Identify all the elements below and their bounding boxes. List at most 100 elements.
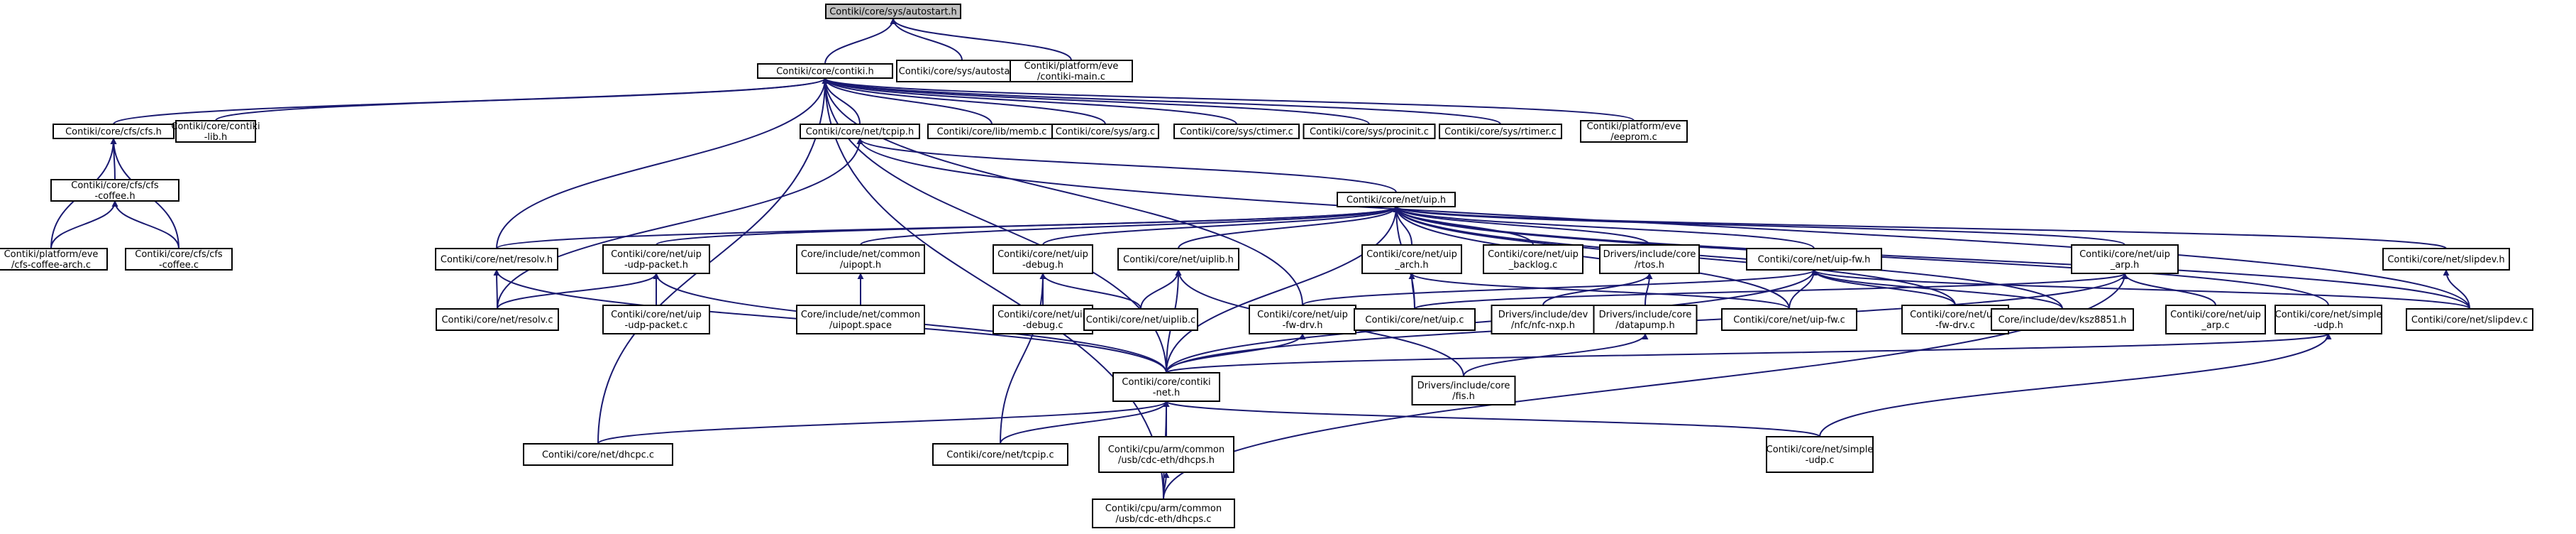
node-box bbox=[1483, 244, 1583, 274]
node-label: Contiki/core/sys/autostart.c bbox=[899, 67, 1025, 77]
node-box bbox=[757, 63, 893, 79]
node-label: -debug.h bbox=[1022, 260, 1063, 271]
node-uip-arp-h[interactable]: Contiki/core/net/uip_arp.h bbox=[2071, 244, 2179, 274]
node-contiki-net-h[interactable]: Contiki/core/contiki-net.h bbox=[1112, 372, 1220, 402]
edge-autostart-c-to-autostart-h bbox=[890, 18, 963, 61]
node-label: Contiki/core/net/dhcpc.c bbox=[542, 450, 654, 461]
node-box bbox=[1083, 308, 1198, 331]
node-box bbox=[1746, 248, 1882, 271]
node-ctimer-c[interactable]: Contiki/core/sys/ctimer.c bbox=[1173, 124, 1300, 139]
node-memb-c[interactable]: Contiki/core/lib/memb.c bbox=[927, 124, 1056, 139]
node-contiki-h[interactable]: Contiki/core/contiki.h bbox=[757, 63, 893, 79]
node-label: Drivers/include/dev bbox=[1498, 310, 1588, 320]
node-uip-fw-drv-h[interactable]: Contiki/core/net/uip-fw-drv.h bbox=[1249, 305, 1356, 334]
node-label: Drivers/include/core bbox=[1417, 381, 1510, 391]
node-uip-udp-packet-h[interactable]: Contiki/core/net/uip-udp-packet.h bbox=[602, 244, 710, 274]
node-label: Core/include/net/common bbox=[801, 249, 920, 260]
node-label: Contiki/core/net/uip bbox=[611, 249, 702, 260]
edge-nfc-nxp-h-to-rtos-h bbox=[1542, 273, 1653, 306]
node-label: /usb/cdc-eth/dhcps.c bbox=[1116, 514, 1212, 525]
node-resolv-h[interactable]: Contiki/core/net/resolv.h bbox=[435, 248, 558, 271]
node-contiki-main[interactable]: Contiki/platform/eve/contiki-main.c bbox=[1010, 60, 1133, 82]
edge-dhcps-c-to-dhcps-h bbox=[1163, 472, 1170, 500]
node-box bbox=[1599, 244, 1700, 274]
node-dhcpc-c[interactable]: Contiki/core/net/dhcpc.c bbox=[523, 443, 673, 466]
node-label: -net.h bbox=[1153, 388, 1180, 398]
node-contiki-lib[interactable]: Contiki/core/contiki-lib.h bbox=[171, 120, 260, 143]
edge-uip-c-to-uip-arp-h bbox=[1414, 273, 2128, 310]
node-simple-udp-h[interactable]: Contiki/core/net/simple-udp.h bbox=[2274, 305, 2382, 334]
node-box bbox=[1361, 244, 1462, 274]
node-autostart-c[interactable]: Contiki/core/sys/autostart.c bbox=[896, 60, 1028, 82]
node-uip-arp-c[interactable]: Contiki/core/net/uip_arp.c bbox=[2165, 305, 2266, 334]
node-slipdev-c[interactable]: Contiki/core/net/slipdev.c bbox=[2406, 308, 2533, 331]
node-box bbox=[2274, 305, 2382, 334]
node-uip-debug-h[interactable]: Contiki/core/net/uip-debug.h bbox=[993, 244, 1093, 274]
node-box bbox=[1580, 120, 1688, 143]
node-eeprom-c[interactable]: Contiki/platform/eve/eeprom.c bbox=[1580, 120, 1688, 143]
node-uiplib-h[interactable]: Contiki/core/net/uiplib.h bbox=[1117, 248, 1239, 271]
node-label: Contiki/core/sys/arg.c bbox=[1056, 127, 1155, 138]
node-rtos-h[interactable]: Drivers/include/core/rtos.h bbox=[1599, 244, 1700, 274]
node-label: /contiki-main.c bbox=[1037, 72, 1105, 82]
node-uip-c[interactable]: Contiki/core/net/uip.c bbox=[1354, 308, 1476, 331]
node-box bbox=[1593, 305, 1698, 334]
edge-contiki-net-h-to-simple-udp-h bbox=[1166, 333, 2332, 374]
node-box bbox=[2406, 308, 2533, 331]
node-ksz8851-h[interactable]: Core/include/dev/ksz8851.h bbox=[1991, 308, 2134, 331]
edge-uip-fw-drv-h-to-contiki-h bbox=[822, 77, 1303, 306]
node-cfs-coffee-h[interactable]: Contiki/core/cfs/cfs-coffee.h bbox=[50, 179, 179, 202]
node-tcpip-h[interactable]: Contiki/core/net/tcpip.h bbox=[800, 124, 920, 139]
node-uip-fw-c[interactable]: Contiki/core/net/uip-fw.c bbox=[1721, 308, 1857, 331]
node-autostart-h[interactable]: Contiki/core/sys/autostart.h bbox=[825, 4, 961, 19]
node-uip-fw-h[interactable]: Contiki/core/net/uip-fw.h bbox=[1746, 248, 1882, 271]
node-slipdev-h[interactable]: Contiki/core/net/slipdev.h bbox=[2382, 248, 2510, 271]
node-box bbox=[175, 120, 256, 143]
node-label: -udp.c bbox=[1806, 455, 1835, 466]
node-uip-arch-h[interactable]: Contiki/core/net/uip_arch.h bbox=[1361, 244, 1462, 274]
edge-contiki-net-h-to-uip-h bbox=[1166, 206, 1400, 374]
node-uip-udp-packet-c[interactable]: Contiki/core/net/uip-udp-packet.c bbox=[602, 305, 710, 334]
node-cfs-h[interactable]: Contiki/core/cfs/cfs.h bbox=[52, 124, 175, 139]
node-label: Contiki/core/lib/memb.c bbox=[937, 127, 1047, 138]
node-simple-udp-c[interactable]: Contiki/core/net/simple-udp.c bbox=[1766, 436, 1874, 473]
node-uip-debug-c[interactable]: Contiki/core/net/uip-debug.c bbox=[993, 305, 1093, 334]
edge-dhcpc-c-to-contiki-net-h bbox=[597, 400, 1170, 445]
node-nfc-nxp-h[interactable]: Drivers/include/dev/nfc/nfc-nxp.h bbox=[1491, 305, 1596, 334]
node-label: Contiki/core/net/uip.h bbox=[1347, 195, 1446, 206]
node-label: Core/include/net/common bbox=[801, 310, 920, 320]
node-label: _arp.c bbox=[2201, 320, 2229, 331]
node-box bbox=[50, 179, 179, 202]
edge-fis-h-to-datapump-h bbox=[1463, 333, 1649, 377]
node-arg-c[interactable]: Contiki/core/sys/arg.c bbox=[1051, 124, 1159, 139]
node-resolv-c[interactable]: Contiki/core/net/resolv.c bbox=[436, 308, 559, 331]
node-uipopt-h[interactable]: Core/include/net/common/uipopt.h bbox=[796, 244, 925, 274]
edge-contiki-net-h-to-uip-fw-drv-h bbox=[1166, 333, 1306, 374]
node-uip-h[interactable]: Contiki/core/net/uip.h bbox=[1337, 192, 1456, 207]
edge-cfs-coffee-c-to-cfs-coffee-h bbox=[111, 200, 179, 249]
node-cfs-coffee-c[interactable]: Contiki/core/cfs/cfs-coffee.c bbox=[125, 248, 233, 271]
node-rtimer-c[interactable]: Contiki/core/sys/rtimer.c bbox=[1439, 124, 1562, 139]
node-dhcps-c[interactable]: Contiki/cpu/arm/common/usb/cdc-eth/dhcps… bbox=[1092, 498, 1235, 528]
node-box bbox=[1721, 308, 1857, 331]
node-tcpip-c[interactable]: Contiki/core/net/tcpip.c bbox=[932, 443, 1068, 466]
node-uiplib-c[interactable]: Contiki/core/net/uiplib.c bbox=[1083, 308, 1198, 331]
node-label: /eeprom.c bbox=[1610, 132, 1657, 143]
node-box bbox=[1117, 248, 1239, 271]
node-uipopt-space[interactable]: Core/include/net/common/uipopt.space bbox=[796, 305, 925, 334]
node-box bbox=[1439, 124, 1562, 139]
node-fis-h[interactable]: Drivers/include/core/fis.h bbox=[1411, 376, 1516, 405]
node-datapump-h[interactable]: Drivers/include/core/datapump.h bbox=[1593, 305, 1698, 334]
edge-uip-fw-c-to-uip-h bbox=[1393, 206, 1790, 310]
node-label: Contiki/core/sys/autostart.h bbox=[829, 7, 957, 18]
node-procinit-c[interactable]: Contiki/core/sys/procinit.c bbox=[1303, 124, 1436, 139]
node-label: Contiki/core/net/uip-fw.h bbox=[1758, 255, 1871, 266]
node-uip-backlog-c[interactable]: Contiki/core/net/uip_backlog.c bbox=[1483, 244, 1583, 274]
node-label: Contiki/core/net/uip-fw.c bbox=[1733, 315, 1845, 326]
node-cfs-coffee-arch[interactable]: Contiki/platform/eve/cfs-coffee-arch.c bbox=[0, 248, 108, 271]
edge-tcpip-c-to-uip-debug-h bbox=[1000, 273, 1046, 445]
node-box bbox=[796, 305, 925, 334]
node-label: -fw-drv.c bbox=[1935, 320, 1975, 331]
node-box bbox=[125, 248, 233, 271]
node-dhcps-h[interactable]: Contiki/cpu/arm/common/usb/cdc-eth/dhcps… bbox=[1098, 436, 1234, 473]
